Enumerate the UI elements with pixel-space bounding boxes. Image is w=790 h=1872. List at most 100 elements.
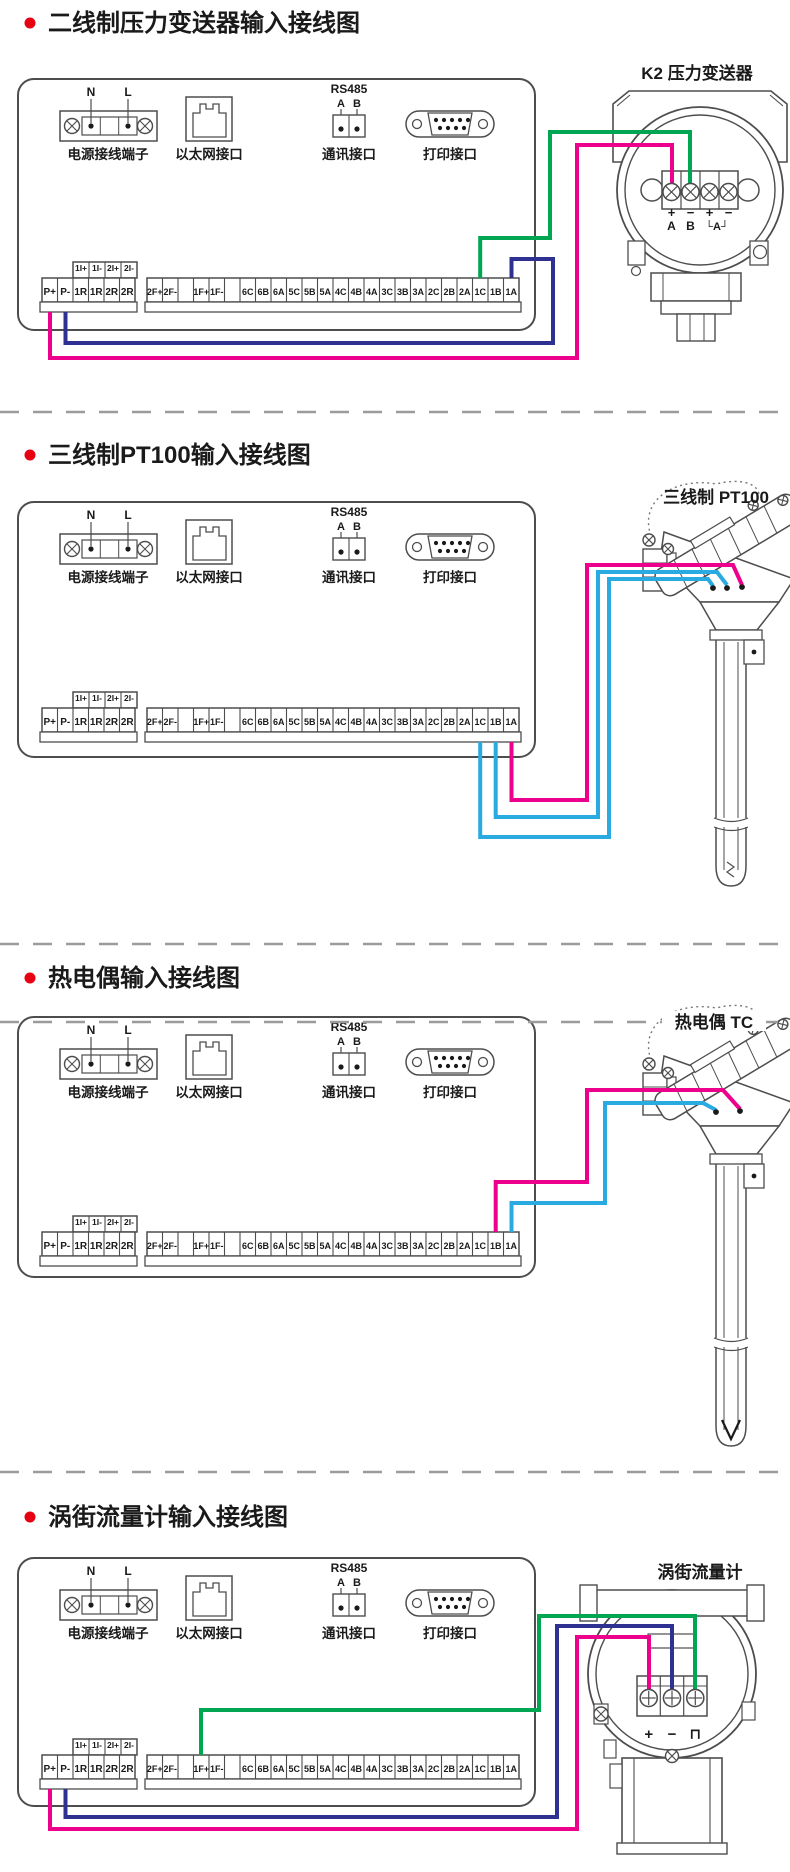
rs485-a-label: A: [337, 98, 345, 110]
terminal-cell-label: 1C: [474, 717, 486, 727]
transmitter-b-label: B: [686, 219, 695, 233]
db9-pin: [465, 1596, 471, 1602]
db9-flange-hole: [411, 1056, 423, 1068]
ethernet-port-label: 以太网接口: [175, 1084, 243, 1100]
ethernet-port-icon: [185, 1575, 233, 1621]
terminal-cell-label: 6B: [257, 287, 269, 297]
ethernet-jack-shape: [192, 103, 227, 138]
terminal-cell-label: 4C: [335, 717, 347, 727]
cap-chain-dotted: [647, 1004, 760, 1061]
print-port-label: 打印接口: [423, 1625, 477, 1641]
transmitter-sign-label: +: [668, 205, 676, 220]
terminal-cell-label: 1F+: [193, 1241, 209, 1251]
db9-pin: [445, 125, 451, 131]
device-label-bg: [662, 1011, 766, 1031]
power-terminal-n-label: N: [87, 508, 96, 522]
terminal-cell-label: 3B: [397, 1241, 409, 1251]
cap-rib: [727, 1051, 742, 1079]
rs485-dot: [354, 1064, 360, 1070]
cap-rib: [763, 1029, 778, 1058]
wire-pink-P+: [48, 143, 674, 360]
probe-break-mark: [713, 1346, 749, 1352]
process-stub: [676, 313, 716, 342]
terminal-cell-label: 3A: [412, 1241, 424, 1251]
rs485-dot: [354, 1605, 360, 1611]
left-strip-lip: [39, 731, 138, 743]
left-ear: [627, 240, 646, 266]
terminal-cell-label: 2A: [459, 717, 471, 727]
db9-body: [427, 112, 473, 136]
terminal-cell-label: 2F+: [147, 287, 163, 297]
side-lug: [741, 1701, 756, 1721]
comm-port-label: 通讯接口: [322, 569, 376, 585]
terminal-cell-label: 5B: [304, 717, 316, 727]
db9-flange-hole: [477, 1056, 489, 1068]
wire-blue-1A: [63, 257, 555, 345]
left-strip-lip: [39, 1778, 138, 1790]
terminal-cell-label: 1I-: [92, 1217, 102, 1227]
ethernet-jack-shape: [192, 1582, 227, 1617]
db9-flange-hole: [411, 1597, 423, 1609]
screw-cross: [751, 500, 755, 511]
terminal-cell-label: 3B: [397, 717, 409, 727]
terminal-cell-label: 1I+: [75, 263, 87, 273]
db9-pin: [441, 540, 447, 546]
terminal-cell-label: 1R: [74, 1241, 88, 1252]
cap-rib: [745, 516, 760, 545]
probe-break-mark: [713, 817, 749, 823]
screw-cross: [66, 120, 78, 132]
terminal-cell-label: 1B: [490, 287, 502, 297]
db9-pin: [441, 117, 447, 123]
power-terminal-n-label: N: [87, 1564, 96, 1578]
screw-cross: [139, 1599, 151, 1611]
db9-print-port-icon: [405, 110, 495, 138]
terminal-cell-label: 4C: [335, 1764, 347, 1774]
cap-rib: [727, 527, 742, 555]
db9-pin: [457, 1055, 463, 1061]
ethernet-port-label: 以太网接口: [175, 1625, 243, 1641]
terminal-cell-label: 2R: [121, 717, 135, 728]
db9-pin: [437, 1063, 443, 1069]
db9-pin: [461, 1063, 467, 1069]
body-tab: [609, 1763, 623, 1789]
terminal-cell-label: P+: [43, 1241, 56, 1252]
screw-cross: [781, 495, 785, 506]
flowmeter-body: [621, 1757, 723, 1851]
screw-cross: [66, 543, 78, 555]
probe-tip-v-mark: [721, 1419, 741, 1442]
head-terminal-dot: [737, 1108, 743, 1114]
terminal-cell-label: 6A: [273, 1241, 285, 1251]
terminal-cell-label: P+: [43, 717, 56, 728]
db9-flange-hole: [477, 541, 489, 553]
db9-pin: [453, 1063, 459, 1069]
terminal-cell-label: 6C: [242, 717, 254, 727]
terminal-cell-label: 5C: [288, 287, 300, 297]
terminal-cell-label: 2B: [443, 1764, 455, 1774]
terminal-cell-label: 2F-: [164, 287, 178, 297]
db9-print-port-icon: [405, 533, 495, 561]
wire-green-1C: [478, 130, 692, 278]
wire-blue-P-: [63, 1624, 674, 1819]
terminal-cell-label: 1R: [90, 717, 104, 728]
device-label: 涡街流量计: [658, 1562, 743, 1582]
rs485-protocol-label: RS485: [331, 505, 368, 519]
db9-pin: [457, 1596, 463, 1602]
terminal-cell-label: 1R: [74, 717, 88, 728]
terminal-cell-label: 2I-: [124, 1217, 134, 1227]
screw-cross: [139, 1058, 151, 1070]
housing-bevel: [769, 94, 784, 107]
terminal-cell-label: 5B: [304, 1764, 316, 1774]
terminal-cell-label: 1F-: [210, 717, 224, 727]
db9-print-port-icon: [405, 1048, 495, 1076]
rs485-dot: [338, 126, 344, 132]
terminal-cell-label: 1R: [74, 1764, 88, 1775]
rs485-dot: [338, 549, 344, 555]
flowmeter-sign-label: −: [668, 1726, 677, 1743]
ethernet-port-label: 以太网接口: [175, 569, 243, 585]
terminal-cell-label: 2F-: [164, 717, 178, 727]
terminal-cell-label: 4B: [350, 1764, 362, 1774]
transmitter-a-label: A: [667, 219, 676, 233]
clamp-dot: [751, 1173, 757, 1179]
terminal-cell-label: 1F+: [193, 287, 209, 297]
power-inner-block: [81, 1595, 138, 1615]
